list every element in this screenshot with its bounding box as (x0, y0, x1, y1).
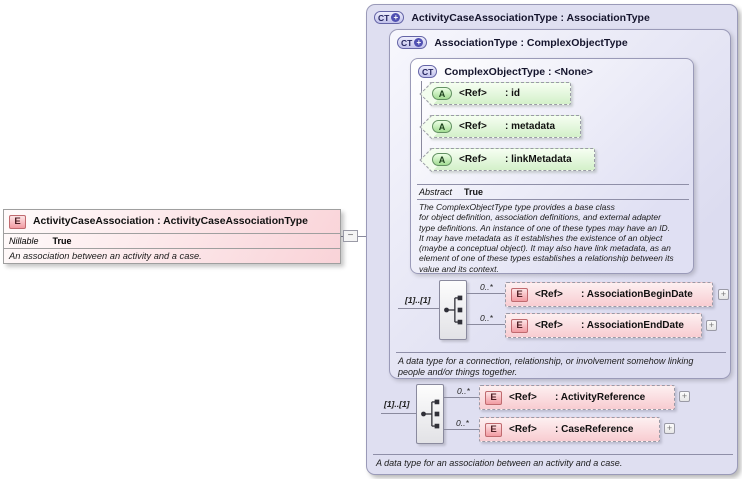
element-ref-casereference[interactable]: E <Ref> : CaseReference (479, 417, 660, 442)
type-header: CT ComplexObjectType : <None> (411, 59, 693, 82)
element-ref-label: <Ref> (509, 392, 537, 403)
element-ref-activityreference[interactable]: E <Ref> : ActivityReference (479, 385, 675, 410)
separator (417, 199, 689, 200)
complextype-icon: CT + (397, 36, 428, 49)
connector-line (398, 308, 439, 309)
global-element-box: E ActivityCaseAssociation : ActivityCase… (3, 209, 341, 264)
global-element-description: An association between an activity and a… (4, 248, 340, 263)
occurs-label: 0..* (480, 282, 493, 292)
collapse-toggle[interactable]: − (343, 230, 358, 242)
attribute-name: : metadata (505, 121, 556, 132)
complextype-icon: CT + (374, 11, 405, 24)
element-ref-associationenddate[interactable]: E <Ref> : AssociationEndDate (505, 313, 702, 338)
attribute-ref-label: <Ref> (459, 121, 487, 132)
connector-line (444, 397, 479, 398)
connector-line (341, 236, 390, 237)
type-box-activitycaseassociationtype: CT + ActivityCaseAssociationType : Assoc… (366, 4, 738, 475)
sequence-connector-icon (421, 399, 440, 429)
attribute-icon: A (432, 120, 452, 133)
type-header: CT + ActivityCaseAssociationType : Assoc… (367, 5, 737, 28)
multiplicity-label: [1]..[1] (405, 295, 431, 305)
derived-plus-icon: + (414, 38, 424, 47)
connector-line (444, 429, 479, 430)
occurs-label: 0..* (456, 418, 469, 428)
type-title: ComplexObjectType : <None> (444, 65, 593, 78)
expand-toggle[interactable]: + (664, 423, 675, 434)
element-icon: E (485, 390, 502, 405)
complextype-icon: CT (418, 65, 438, 78)
attribute-icon: A (432, 87, 452, 100)
connector-line (381, 413, 416, 414)
multiplicity-label: [1]..[1] (384, 399, 410, 409)
attribute-ref-metadata[interactable]: A <Ref> : metadata (429, 115, 581, 138)
connector-line (467, 293, 505, 294)
connector-line (467, 324, 505, 325)
abstract-label: Abstract (419, 187, 453, 197)
element-ref-label: <Ref> (535, 289, 563, 300)
nillable-row: Nillable True (4, 233, 340, 248)
type-description: The ComplexObjectType type provides a ba… (419, 202, 674, 274)
element-icon: E (511, 318, 528, 333)
type-box-associationtype: CT + AssociationType : ComplexObjectType… (389, 29, 731, 379)
expand-toggle[interactable]: + (706, 320, 717, 331)
separator (417, 184, 689, 185)
type-title: AssociationType : ComplexObjectType (434, 36, 628, 49)
abstract-row: Abstract True (419, 187, 483, 197)
global-element-title: ActivityCaseAssociation : ActivityCaseAs… (33, 216, 308, 227)
complextype-icon-label: CT (401, 37, 413, 48)
sequence-connector (439, 280, 467, 340)
derived-plus-icon: + (391, 13, 401, 22)
attribute-tree-line (421, 81, 422, 160)
complextype-icon-label: CT (422, 66, 434, 77)
type-box-complexobjecttype: CT ComplexObjectType : <None> A <Ref> : … (410, 58, 694, 274)
occurs-label: 0..* (480, 313, 493, 323)
element-icon: E (9, 214, 26, 229)
attribute-name: : id (505, 88, 520, 99)
element-name: : CaseReference (555, 424, 634, 435)
complextype-icon-label: CT (378, 12, 390, 23)
sequence-connector (416, 384, 444, 444)
element-ref-associationbegindate[interactable]: E <Ref> : AssociationBeginDate (505, 282, 713, 307)
nillable-value: True (52, 236, 72, 246)
attribute-name: : linkMetadata (505, 154, 572, 165)
expand-toggle[interactable]: + (679, 391, 690, 402)
attribute-ref-label: <Ref> (459, 154, 487, 165)
attribute-ref-id[interactable]: A <Ref> : id (429, 82, 571, 105)
attribute-icon: A (432, 153, 452, 166)
element-ref-label: <Ref> (509, 424, 537, 435)
abstract-value: True (464, 187, 484, 197)
type-title: ActivityCaseAssociationType : Associatio… (411, 11, 650, 24)
element-name: : ActivityReference (555, 392, 646, 403)
element-icon: E (485, 422, 502, 437)
attribute-ref-linkmetadata[interactable]: A <Ref> : linkMetadata (429, 148, 595, 171)
nillable-label: Nillable (9, 236, 39, 246)
type-description: A data type for an association between a… (376, 458, 623, 468)
occurs-label: 0..* (457, 386, 470, 396)
separator (396, 352, 726, 353)
element-ref-label: <Ref> (535, 320, 563, 331)
sequence-connector-icon (444, 295, 463, 325)
attribute-ref-label: <Ref> (459, 88, 487, 99)
separator (373, 454, 733, 455)
type-header: CT + AssociationType : ComplexObjectType (390, 30, 730, 53)
expand-toggle[interactable]: + (718, 289, 729, 300)
element-name: : AssociationBeginDate (581, 289, 693, 300)
type-description: A data type for a connection, relationsh… (398, 356, 694, 377)
element-icon: E (511, 287, 528, 302)
global-element-header: E ActivityCaseAssociation : ActivityCase… (4, 210, 340, 233)
element-name: : AssociationEndDate (581, 320, 684, 331)
